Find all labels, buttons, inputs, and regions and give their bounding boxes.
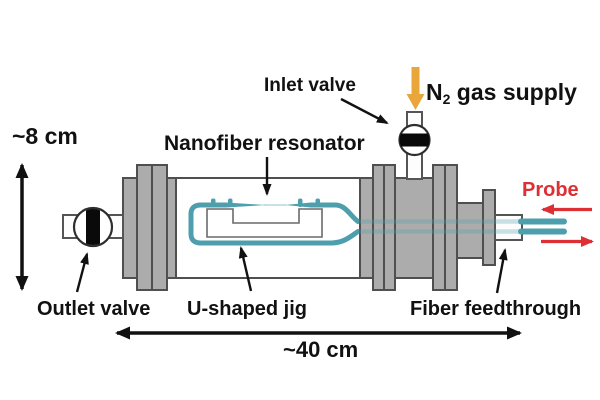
inlet-valve-pointer — [340, 97, 389, 125]
fiber-glue-tabs — [211, 198, 320, 207]
outlet-valve-label: Outlet valve — [37, 298, 150, 320]
gas-supply-label: N2 gas supply — [426, 79, 577, 107]
gas-flow-arrow — [406, 67, 425, 110]
left-flange — [122, 164, 177, 291]
feedthrough-tube — [494, 214, 523, 241]
gas-subscript: 2 — [443, 91, 451, 107]
height-dimension-label: ~8 cm — [12, 123, 78, 149]
right-flange-assembly — [359, 164, 458, 291]
length-dimension-label: ~40 cm — [283, 337, 358, 362]
inlet-valve — [398, 111, 431, 180]
u-jig-pointer — [238, 246, 253, 292]
u-shaped-jig — [206, 208, 323, 238]
gas-element: N — [426, 79, 443, 105]
u-shaped-jig-label: U-shaped jig — [187, 298, 307, 320]
fiber-feedthrough-label: Fiber feedthrough — [410, 298, 581, 320]
inlet-valve-label: Inlet valve — [264, 75, 356, 96]
probe-label: Probe — [522, 179, 579, 201]
nanofiber-resonator-label: Nanofiber resonator — [164, 132, 365, 155]
fiber-loop — [188, 202, 361, 246]
outlet-valve — [62, 206, 124, 248]
fiber-through-lines — [359, 218, 567, 235]
gas-rest: gas supply — [450, 79, 577, 105]
outlet-valve-pointer — [75, 252, 89, 293]
feedthrough-pointer — [495, 248, 508, 294]
fiber-feedthrough — [456, 189, 523, 266]
